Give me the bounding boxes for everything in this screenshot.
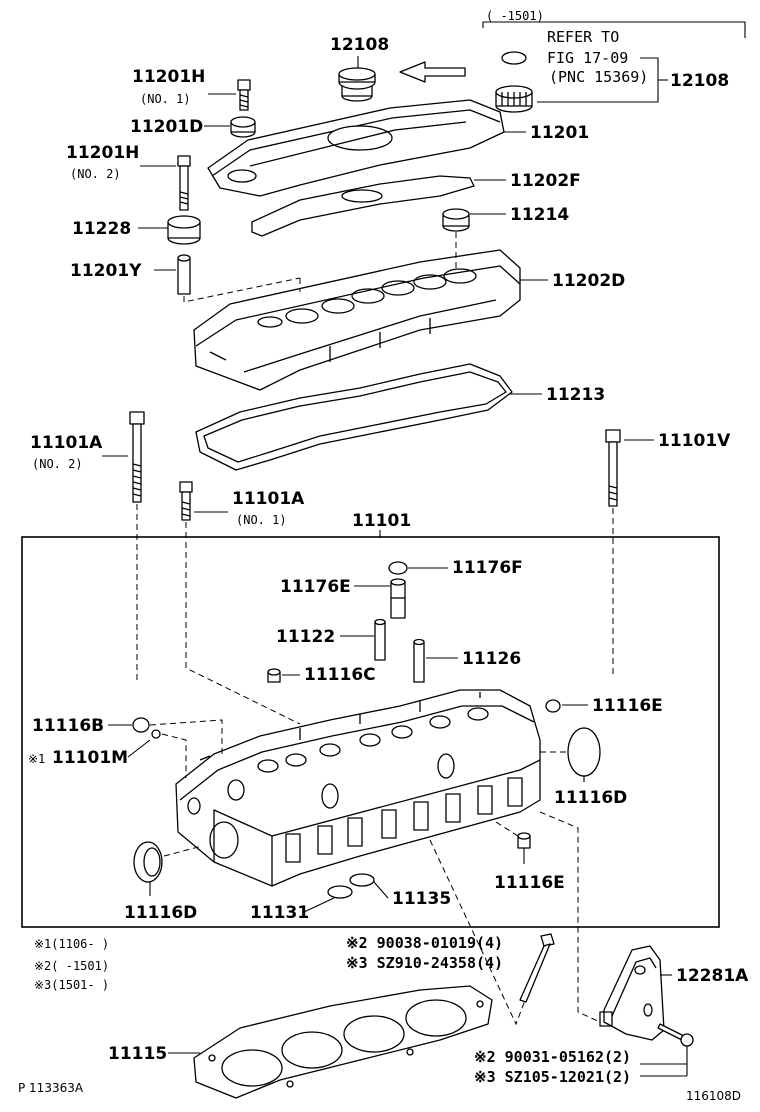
label-12281A: 12281A bbox=[676, 966, 749, 986]
gasket-11213 bbox=[195, 363, 513, 471]
dashed-11201Y bbox=[183, 277, 301, 303]
bolt-11101A-no2 bbox=[129, 411, 145, 503]
footer-right-code: 116108D bbox=[686, 1089, 741, 1103]
footnote-2: ※2( -1501) bbox=[34, 959, 109, 973]
leader-11131 bbox=[303, 897, 335, 913]
camshaft-housing-11202D bbox=[193, 249, 521, 391]
plug-11116B bbox=[132, 717, 150, 733]
dashed-11116E-lower bbox=[495, 821, 519, 837]
label-11214: 11214 bbox=[510, 205, 569, 225]
label-11101A-no1: 11101A bbox=[232, 489, 305, 509]
dashed-bracket bbox=[539, 811, 601, 1023]
label-stud-b: ※3 SZ910-24358(4) bbox=[346, 954, 503, 972]
guide-11126 bbox=[413, 638, 425, 683]
label-11213: 11213 bbox=[546, 385, 605, 405]
oval-ref-mark bbox=[501, 51, 527, 65]
leader-11135 bbox=[373, 881, 389, 899]
label-11116E-lower: 11116E bbox=[494, 873, 565, 893]
ball-11101M bbox=[151, 729, 161, 739]
bolt-11201H-no1 bbox=[237, 79, 251, 111]
label-stud-a: ※2 90038-01019(4) bbox=[346, 934, 503, 952]
footnote-3: ※3(1501- ) bbox=[34, 978, 109, 992]
label-11202D: 11202D bbox=[552, 271, 625, 291]
label-11116D-right: 11116D bbox=[554, 788, 627, 808]
label-11176E: 11176E bbox=[280, 577, 351, 597]
bolt-11101A-no1 bbox=[179, 481, 193, 521]
dashed-11101M bbox=[161, 733, 187, 778]
plug-11116C bbox=[267, 668, 281, 683]
plug-11116E-top bbox=[545, 699, 561, 713]
label-11176F: 11176F bbox=[452, 558, 523, 578]
sub-11101A-no1: (NO. 1) bbox=[236, 513, 287, 527]
label-bolt-b: ※3 SZ105-12021(2) bbox=[474, 1068, 631, 1086]
label-11122: 11122 bbox=[276, 627, 335, 647]
label-11201D: 11201D bbox=[130, 117, 203, 137]
grommet-11228 bbox=[167, 215, 201, 245]
grommet-11214 bbox=[442, 208, 470, 232]
seal-11135 bbox=[349, 873, 375, 887]
label-11101: 11101 bbox=[352, 511, 411, 531]
bolt-11201H-no2 bbox=[177, 155, 191, 211]
dashed-11101A-no1 bbox=[185, 522, 301, 725]
dashed-11116D-left bbox=[163, 845, 203, 857]
footnote-1: ※1(1106- ) bbox=[34, 937, 109, 951]
footer-left-code: P 113363A bbox=[18, 1081, 84, 1095]
sub-11201H-no2: (NO. 2) bbox=[70, 167, 121, 181]
stud-bolt bbox=[519, 933, 555, 1003]
label-12108-right: 12108 bbox=[670, 71, 729, 91]
label-11131: 11131 bbox=[250, 903, 309, 923]
bracket-12281A bbox=[599, 945, 665, 1041]
direction-arrow-icon bbox=[399, 61, 466, 83]
seal-11131 bbox=[327, 885, 353, 899]
plug-11116E-lower bbox=[517, 832, 531, 849]
label-11202F: 11202F bbox=[510, 171, 581, 191]
label-11116D-left: 11116D bbox=[124, 903, 197, 923]
label-11135: 11135 bbox=[392, 889, 451, 909]
label-11116B: 11116B bbox=[32, 716, 104, 736]
cylinder-head-cover-11201 bbox=[207, 99, 505, 197]
plug-11116D-right bbox=[567, 727, 601, 777]
label-11201Y: 11201Y bbox=[70, 261, 142, 281]
sub-11101A-no2: (NO. 2) bbox=[32, 457, 83, 471]
leader-bracket-bolt bbox=[640, 1046, 688, 1065]
head-gasket-11115 bbox=[193, 985, 493, 1099]
bolt-11101V bbox=[605, 429, 621, 507]
refer-title: REFER TO bbox=[547, 28, 619, 46]
sub-11201H-no1: (NO. 1) bbox=[140, 92, 191, 106]
oil-filler-cap-right bbox=[495, 85, 533, 113]
label-11126: 11126 bbox=[462, 649, 521, 669]
leader-11101M bbox=[127, 739, 151, 758]
refer-range: ( -1501) bbox=[486, 9, 544, 23]
label-11115: 11115 bbox=[108, 1044, 167, 1064]
bracket-bolt bbox=[657, 1023, 694, 1047]
ring-11176F bbox=[388, 561, 408, 575]
seal-11116D-left bbox=[133, 841, 163, 883]
cylinder-head-subassy-box bbox=[21, 536, 720, 928]
label-11116E-top: 11116E bbox=[592, 696, 663, 716]
label-11101A-no2: 11101A bbox=[30, 433, 103, 453]
grommet-11201D bbox=[230, 116, 256, 138]
label-11116C: 11116C bbox=[304, 665, 376, 685]
label-11201: 11201 bbox=[530, 123, 589, 143]
gasket-11202F bbox=[251, 175, 475, 237]
label-11101V: 11101V bbox=[658, 431, 731, 451]
oil-filler-cap-left bbox=[338, 67, 376, 102]
refer-pnc: (PNC 15369) bbox=[549, 68, 648, 86]
cylinder-head-body bbox=[175, 689, 541, 887]
label-12108-top: 12108 bbox=[330, 35, 389, 55]
label-11201H-no2: 11201H bbox=[66, 143, 139, 163]
guide-11122 bbox=[374, 618, 386, 661]
label-11228: 11228 bbox=[72, 219, 131, 239]
mark-11101M: ※1 bbox=[28, 752, 45, 766]
dashed-11116B bbox=[149, 719, 223, 758]
label-bolt-a: ※2 90031-05162(2) bbox=[474, 1048, 631, 1066]
refer-bracket bbox=[482, 21, 746, 38]
label-11101M: 11101M bbox=[52, 748, 128, 768]
sleeve-11201Y bbox=[177, 254, 191, 295]
refer-fig: FIG 17-09 bbox=[547, 49, 628, 67]
plug-11176E bbox=[390, 578, 406, 619]
label-11201H-no1: 11201H bbox=[132, 67, 205, 87]
